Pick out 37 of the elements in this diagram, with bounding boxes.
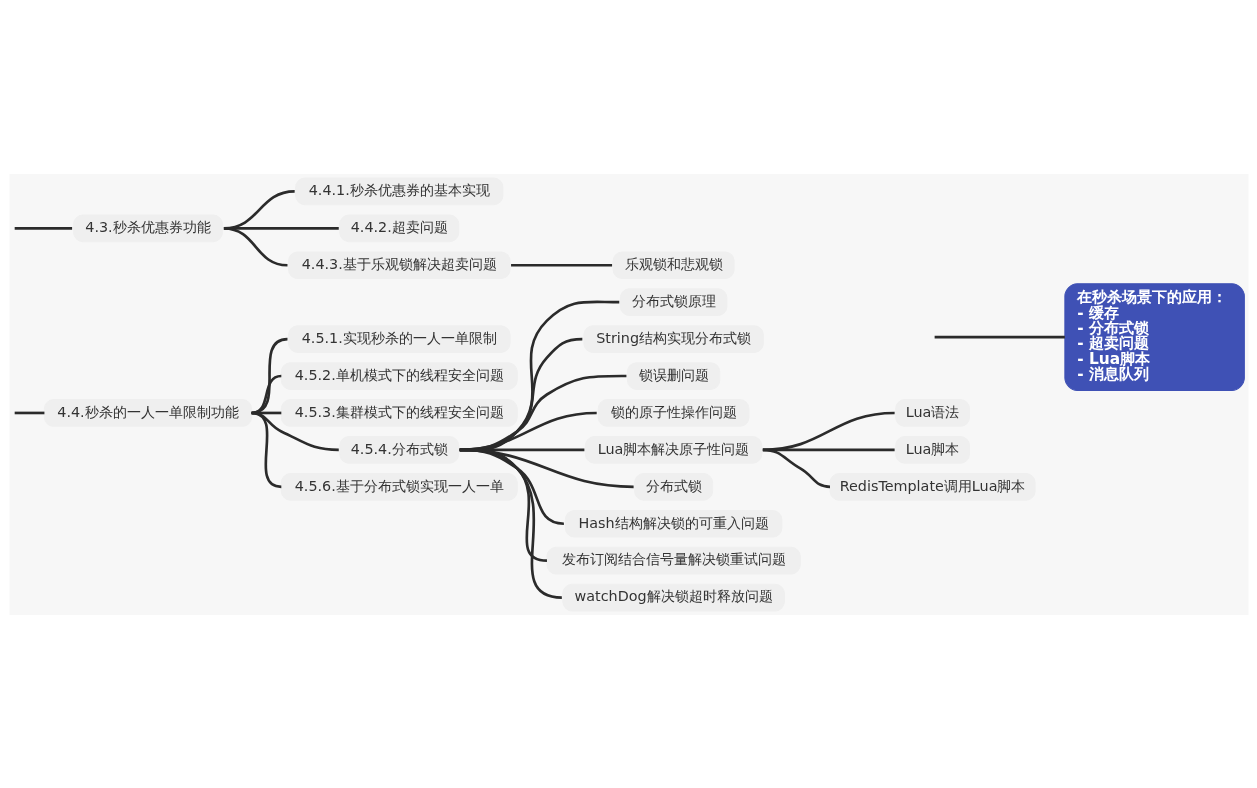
- connector: [762, 448, 830, 488]
- node-box: Lua语法: [894, 398, 970, 427]
- connector: [459, 411, 597, 451]
- connector: [934, 335, 1065, 338]
- connector: [250, 374, 282, 414]
- node-box: 4.5.1.实现秒杀的一人一单限制: [287, 324, 511, 353]
- node-box: Hash结构解决锁的可重入问题: [564, 509, 782, 538]
- node-box: 4.5.2.单机模式下的线程安全问题: [280, 361, 518, 390]
- node-box: 锁误删问题: [626, 361, 720, 390]
- node-box: 4.5.6.基于分布式锁实现一人一单: [280, 472, 518, 501]
- node-box: Lua脚本解决原子性问题: [584, 435, 762, 464]
- node-box: 4.4.3.基于乐观锁解决超卖问题: [287, 250, 511, 279]
- connector: [14, 226, 72, 230]
- node-box: 4.4.1.秒杀优惠券的基本实现: [294, 177, 503, 205]
- connector: [510, 263, 612, 267]
- node-box: 4.4.秒杀的一人一单限制功能: [43, 398, 252, 427]
- node-box: 4.4.2.超卖问题: [338, 214, 459, 242]
- node-box: String结构实现分布式锁: [582, 324, 764, 353]
- node-box: watchDog解决锁超时释放问题: [561, 583, 785, 611]
- node-box: 分布式锁: [633, 472, 713, 501]
- node-box: RedisTemplate调用Lua脚本: [829, 472, 1036, 501]
- node-box: Lua脚本: [894, 435, 970, 464]
- node-box: 发布订阅结合信号量解决锁重试问题: [545, 546, 801, 574]
- node-box: 4.5.4.分布式锁: [338, 435, 459, 464]
- node-box: 在秒杀场景下的应用： - 缓存 - 分布式锁 - 超卖问题 - Lua脚本 - 消息队列: [1063, 282, 1245, 391]
- node-box: 乐观锁和悲观锁: [612, 250, 735, 279]
- connector: [762, 411, 895, 451]
- connector: [459, 448, 562, 599]
- node-box: 锁的原子性操作问题: [597, 398, 749, 427]
- node-box: 4.5.3.集群模式下的线程安全问题: [280, 398, 518, 427]
- connector: [250, 337, 288, 414]
- node-box: 4.3.秒杀优惠券功能: [72, 214, 223, 242]
- connector: [14, 411, 44, 414]
- connector: [459, 299, 619, 451]
- connector: [223, 226, 288, 267]
- connector: [459, 374, 626, 451]
- node-box: 分布式锁原理: [619, 287, 727, 316]
